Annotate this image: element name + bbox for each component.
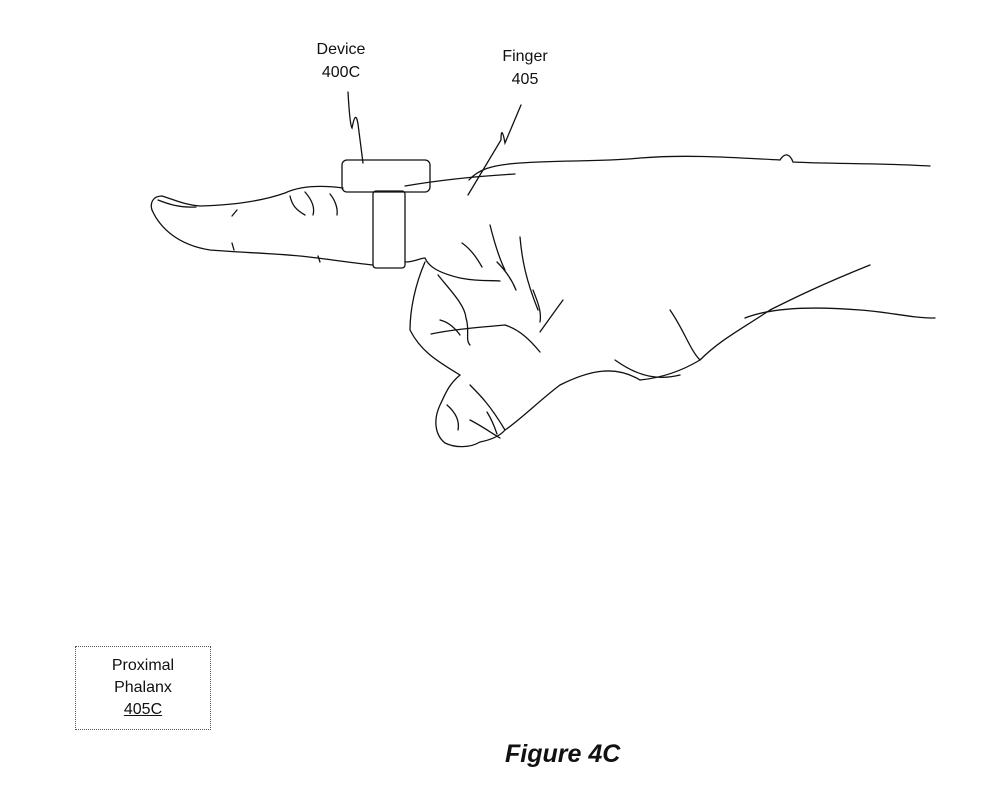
finger-line-across xyxy=(404,173,516,187)
finger-outline-top xyxy=(150,185,344,211)
device-label-name: Device xyxy=(316,41,366,58)
device-module xyxy=(341,159,431,193)
device-leader-line xyxy=(347,91,364,164)
finger-leader-line xyxy=(467,104,522,196)
proximal-phalanx-legend-box: Proximal Phalanx 405C xyxy=(75,646,211,730)
finger-outline-bottom xyxy=(151,209,374,266)
device-label: Device 400C xyxy=(281,38,401,84)
legend-ref: 405C xyxy=(123,701,163,718)
finger-label: Finger 405 xyxy=(465,45,585,91)
legend-line2: Phalanx xyxy=(114,679,172,696)
device-label-ref: 400C xyxy=(321,64,361,81)
thumb xyxy=(435,370,641,448)
finger-label-ref: 405 xyxy=(511,71,539,88)
hand-top-outline xyxy=(468,154,931,181)
hand-bottom-outline xyxy=(639,264,871,381)
legend-line1: Proximal xyxy=(111,657,175,674)
curled-finger xyxy=(409,261,461,376)
finger-label-name: Finger xyxy=(502,48,548,65)
device-band xyxy=(372,190,406,269)
finger-nail xyxy=(157,199,197,208)
figure-title: Figure 4C xyxy=(505,740,621,768)
